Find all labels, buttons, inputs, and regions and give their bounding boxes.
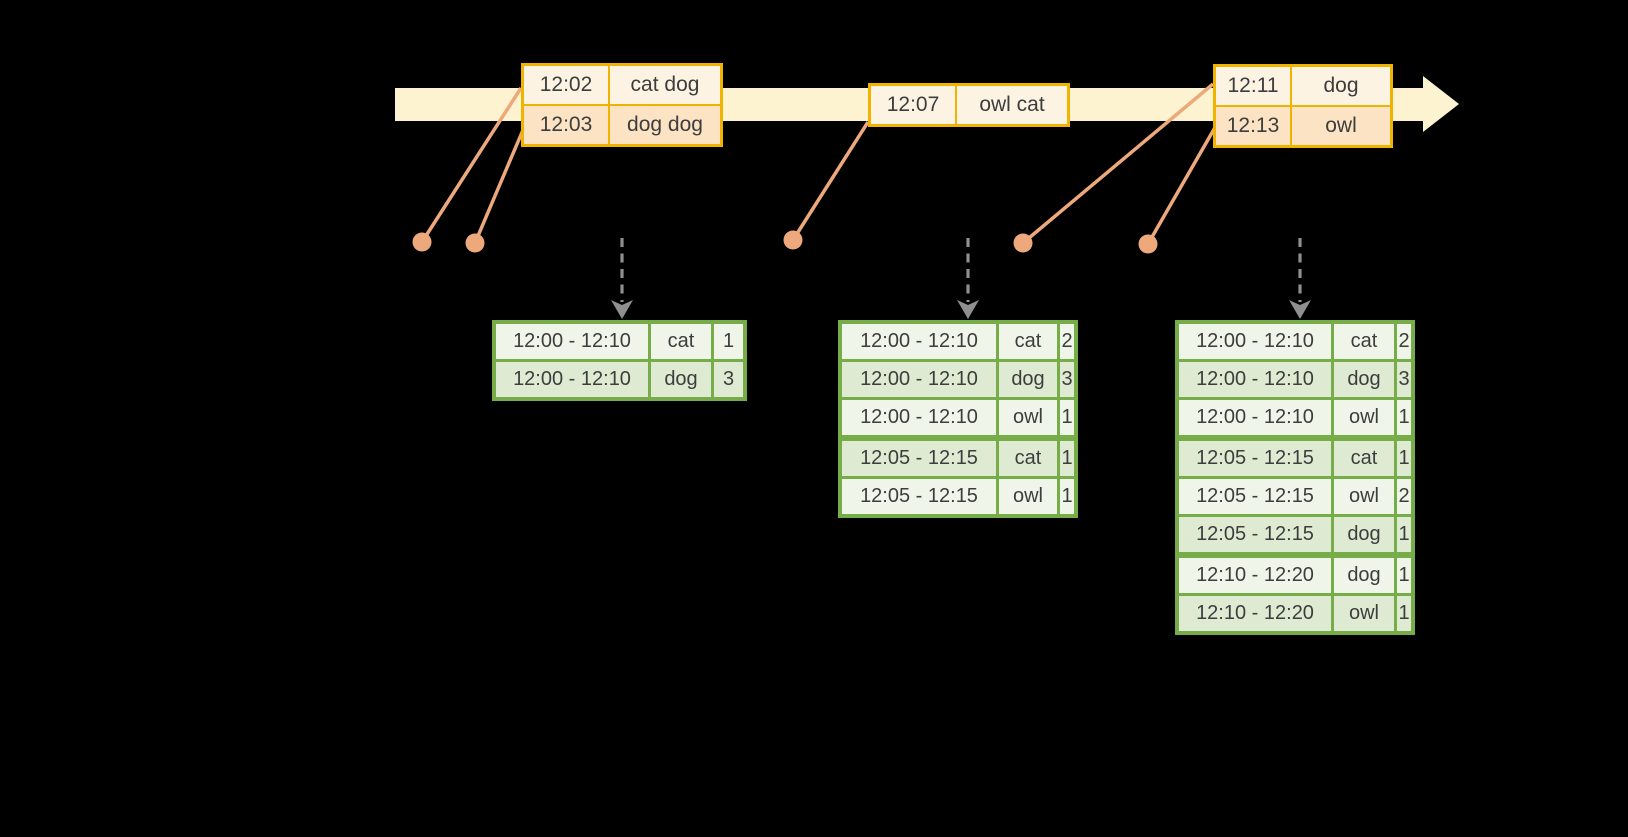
word-cell: owl: [996, 476, 1060, 518]
trigger-arrow-icon: [957, 238, 979, 319]
event-words-cell: owl cat: [955, 83, 1070, 127]
window-cell: 12:00 - 12:10: [492, 359, 651, 401]
result-row: 12:00 - 12:10 cat 2: [838, 320, 1078, 362]
word-cell: dog: [1331, 552, 1397, 596]
window-cell: 12:05 - 12:15: [1175, 476, 1334, 517]
window-cell: 12:00 - 12:10: [838, 397, 999, 440]
window-cell: 12:00 - 12:10: [838, 359, 999, 400]
window-cell: 12:10 - 12:20: [1175, 593, 1334, 635]
event-row: 12:11 dog: [1213, 64, 1393, 107]
result-row: 12:00 - 12:10 owl 1: [1175, 397, 1415, 440]
event-dot-icon: [1138, 234, 1158, 254]
word-cell: cat: [1331, 435, 1397, 479]
event-dot-icon: [465, 233, 485, 253]
word-cell: dog: [1331, 514, 1397, 557]
count-cell: 1: [1057, 476, 1078, 518]
window-cell: 12:00 - 12:10: [492, 320, 651, 362]
count-cell: 1: [1394, 514, 1415, 557]
count-cell: 3: [1394, 359, 1415, 400]
result-row: 12:00 - 12:10 owl 1: [838, 397, 1078, 440]
count-cell: 1: [1057, 397, 1078, 440]
result-row: 12:05 - 12:15 owl 2: [1175, 476, 1415, 517]
result-row: 12:10 - 12:20 owl 1: [1175, 593, 1415, 635]
word-cell: owl: [1331, 476, 1397, 517]
result-row: 12:00 - 12:10 cat 1: [492, 320, 747, 362]
event-words-cell: dog: [1290, 64, 1393, 107]
event-words-cell: cat dog: [608, 63, 723, 106]
event-time-cell: 12:13: [1213, 105, 1292, 148]
event-words-cell: dog dog: [608, 104, 723, 147]
count-cell: 2: [1394, 476, 1415, 517]
event-row: 12:07 owl cat: [868, 83, 1070, 127]
connector-line: [1021, 82, 1215, 245]
result-table-3: 12:00 - 12:10 cat 2 12:00 - 12:10 dog 3 …: [1175, 320, 1415, 635]
word-cell: cat: [1331, 320, 1397, 362]
count-cell: 1: [711, 320, 747, 362]
window-cell: 12:05 - 12:15: [838, 435, 999, 479]
result-row: 12:05 - 12:15 dog 1: [1175, 514, 1415, 557]
count-cell: 2: [1394, 320, 1415, 362]
window-cell: 12:00 - 12:10: [1175, 320, 1334, 362]
result-row: 12:10 - 12:20 dog 1: [1175, 552, 1415, 596]
window-cell: 12:00 - 12:10: [838, 320, 999, 362]
result-row: 12:00 - 12:10 dog 3: [492, 359, 747, 401]
window-cell: 12:10 - 12:20: [1175, 552, 1334, 596]
event-connector-lines: [420, 82, 1219, 245]
count-cell: 1: [1057, 435, 1078, 479]
event-time-cell: 12:11: [1213, 64, 1292, 107]
event-time-cell: 12:02: [521, 63, 610, 106]
result-row: 12:00 - 12:10 dog 3: [838, 359, 1078, 400]
result-row: 12:05 - 12:15 cat 1: [1175, 435, 1415, 479]
timeline-arrow-head-icon: [1423, 76, 1459, 132]
connector-line: [791, 121, 870, 241]
result-row: 12:00 - 12:10 cat 2: [1175, 320, 1415, 362]
count-cell: 3: [711, 359, 747, 401]
trigger-arrow-icon: [1289, 238, 1311, 319]
word-cell: cat: [996, 435, 1060, 479]
word-cell: owl: [996, 397, 1060, 440]
connector-line: [1146, 123, 1219, 245]
window-cell: 12:05 - 12:15: [1175, 435, 1334, 479]
window-cell: 12:05 - 12:15: [838, 476, 999, 518]
connector-line: [473, 129, 525, 244]
word-cell: owl: [1331, 593, 1397, 635]
result-row: 12:00 - 12:10 dog 3: [1175, 359, 1415, 400]
word-cell: dog: [996, 359, 1060, 400]
count-cell: 2: [1057, 320, 1078, 362]
trigger-arrow-icon: [611, 238, 633, 319]
event-dot-icon: [412, 232, 432, 252]
trigger-arrows: [611, 238, 1311, 319]
word-cell: cat: [648, 320, 714, 362]
result-table-2: 12:00 - 12:10 cat 2 12:00 - 12:10 dog 3 …: [838, 320, 1078, 518]
count-cell: 1: [1394, 552, 1415, 596]
result-row: 12:05 - 12:15 owl 1: [838, 476, 1078, 518]
word-cell: owl: [1331, 397, 1397, 440]
event-dot-icon: [783, 230, 803, 250]
event-table-2: 12:07 owl cat: [868, 83, 1070, 127]
window-cell: 12:05 - 12:15: [1175, 514, 1334, 557]
count-cell: 3: [1057, 359, 1078, 400]
event-dots: [412, 230, 1158, 254]
word-cell: dog: [648, 359, 714, 401]
event-table-1: 12:02 cat dog 12:03 dog dog: [521, 63, 723, 147]
event-dot-icon: [1013, 233, 1033, 253]
window-cell: 12:00 - 12:10: [1175, 397, 1334, 440]
word-cell: dog: [1331, 359, 1397, 400]
window-cell: 12:00 - 12:10: [1175, 359, 1334, 400]
event-time-cell: 12:03: [521, 104, 610, 147]
word-cell: cat: [996, 320, 1060, 362]
event-time-cell: 12:07: [868, 83, 957, 127]
event-words-cell: owl: [1290, 105, 1393, 148]
event-table-3: 12:11 dog 12:13 owl: [1213, 64, 1393, 148]
result-row: 12:05 - 12:15 cat 1: [838, 435, 1078, 479]
result-table-1: 12:00 - 12:10 cat 1 12:00 - 12:10 dog 3: [492, 320, 747, 401]
event-row: 12:03 dog dog: [521, 104, 723, 147]
connector-line: [420, 87, 523, 243]
count-cell: 1: [1394, 593, 1415, 635]
count-cell: 1: [1394, 397, 1415, 440]
event-row: 12:02 cat dog: [521, 63, 723, 106]
event-row: 12:13 owl: [1213, 105, 1393, 148]
count-cell: 1: [1394, 435, 1415, 479]
